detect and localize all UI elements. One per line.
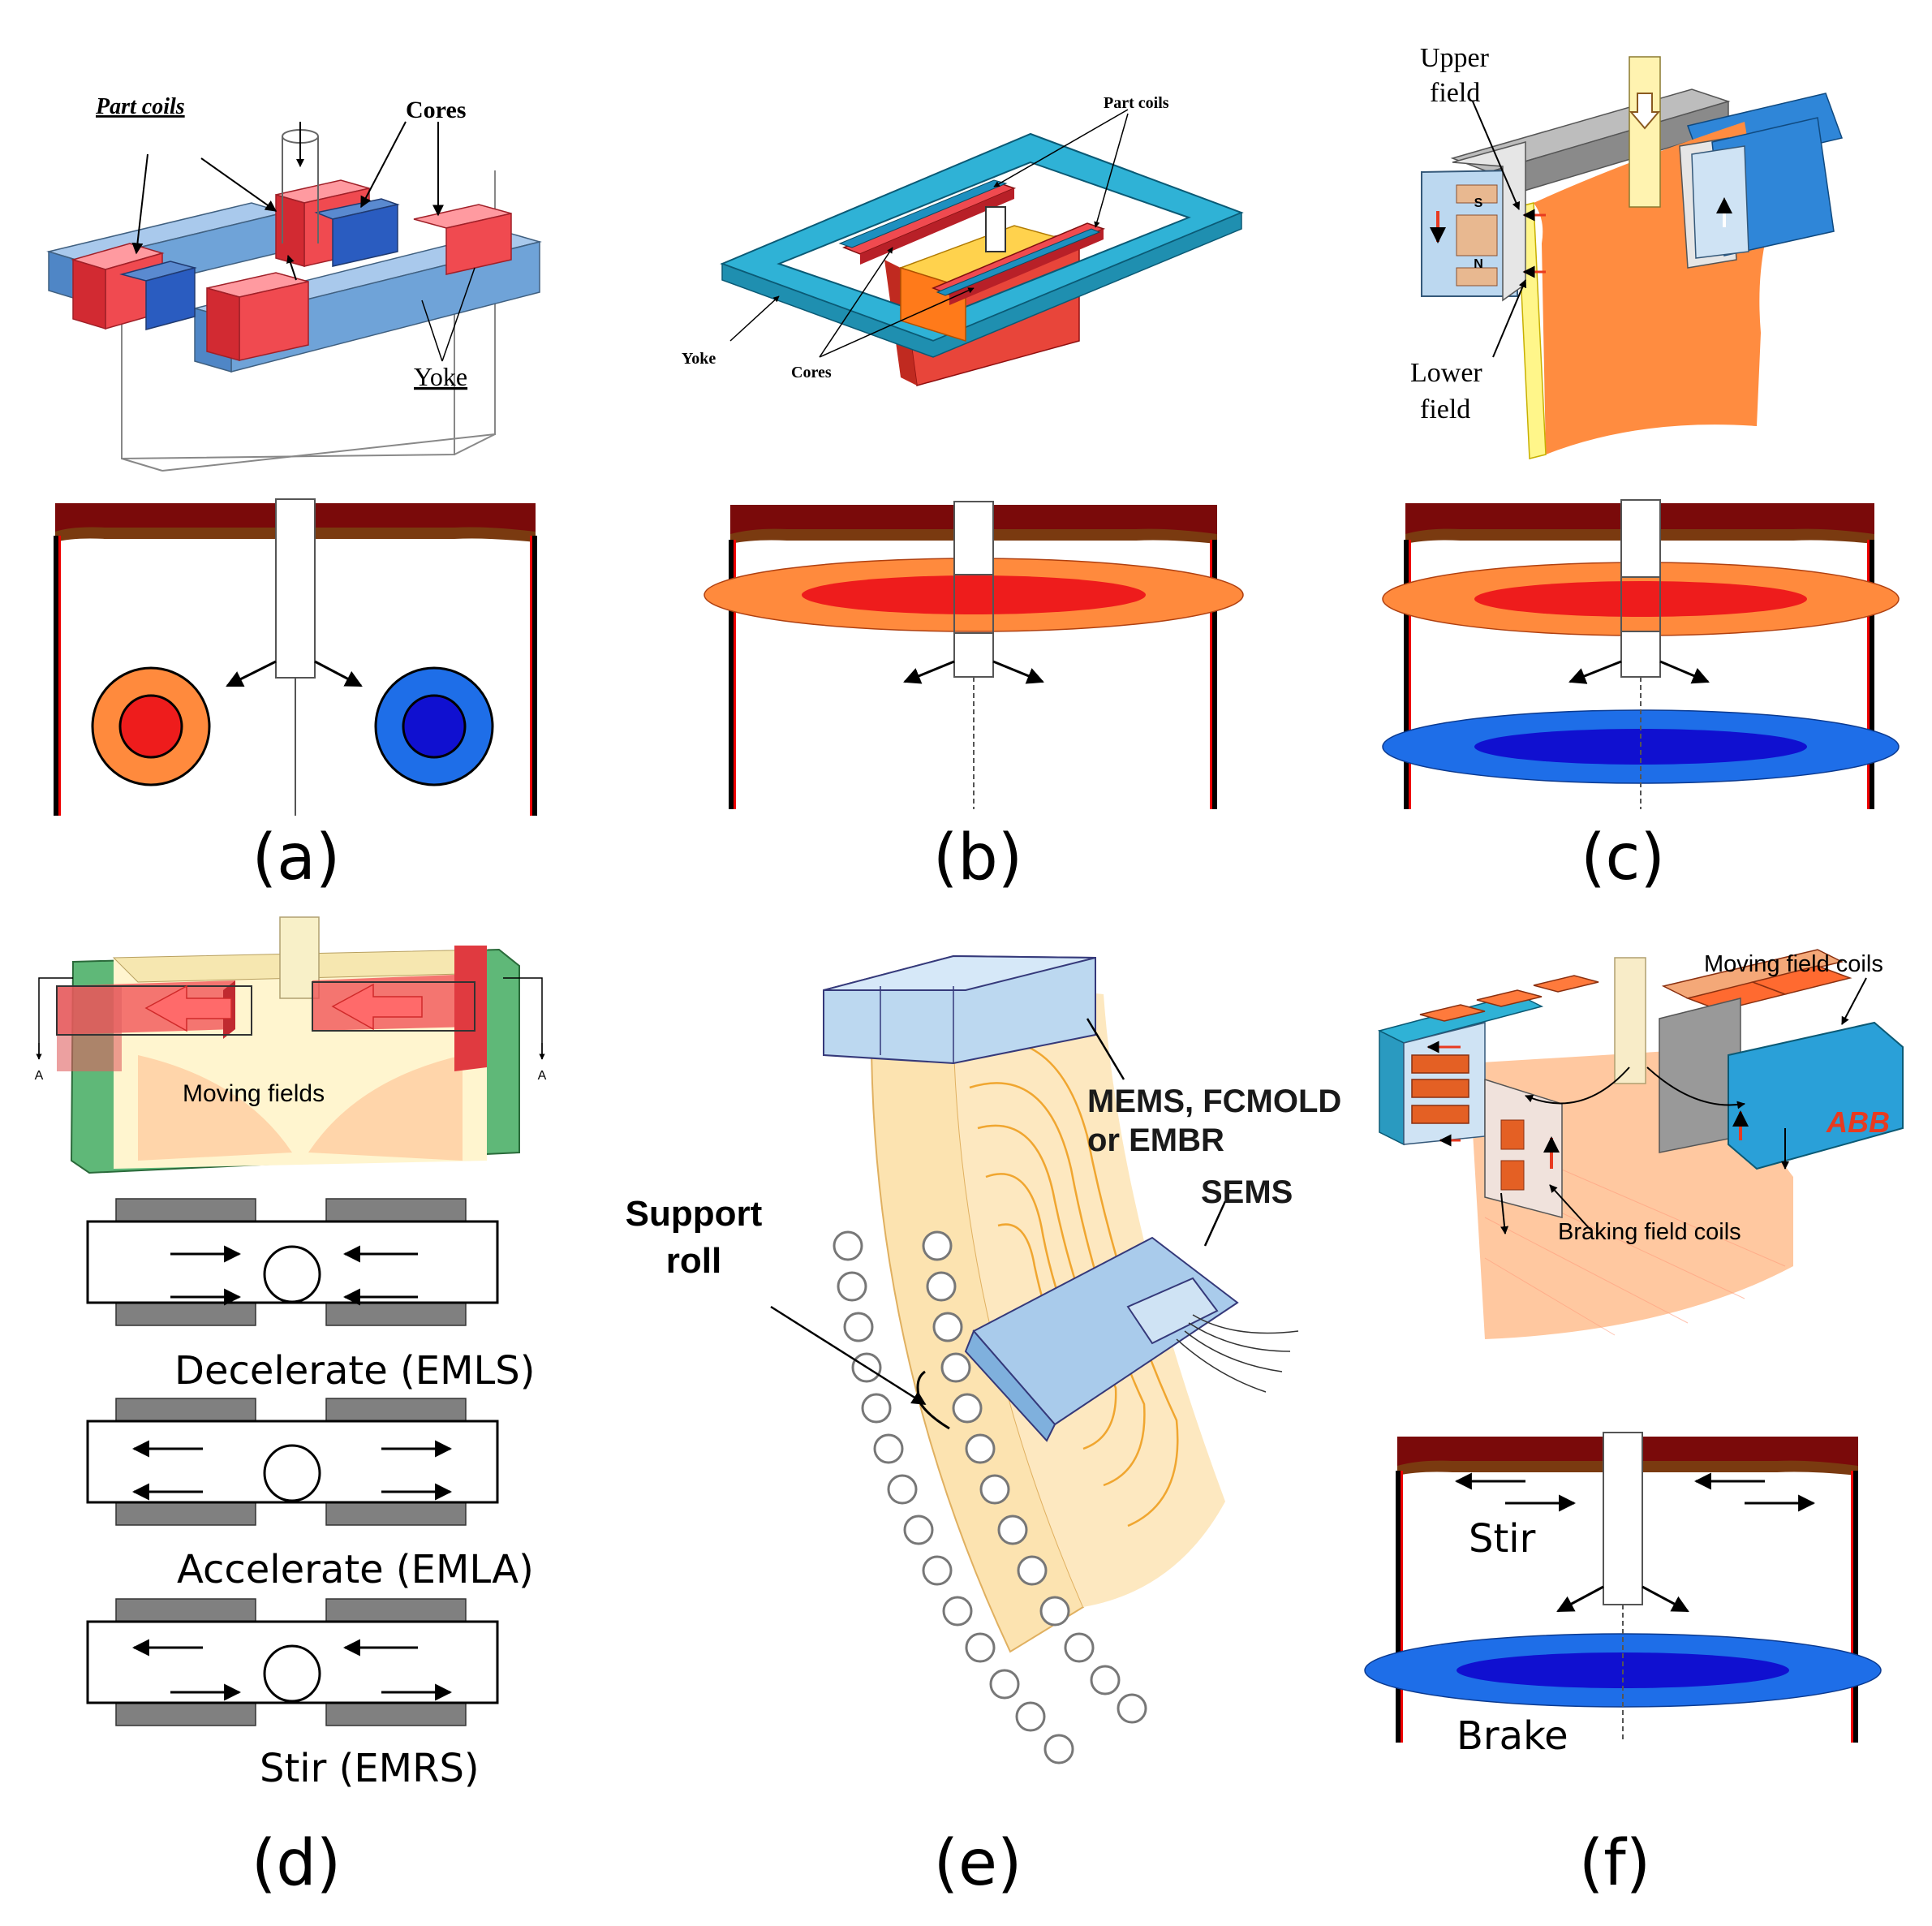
panel-c-pole-n: N	[1474, 257, 1483, 271]
panel-f-label-moving-coils: Moving field coils	[1704, 951, 1883, 977]
panel-f-label-brake: Brake	[1457, 1713, 1568, 1759]
panel-e-label-mems-1: MEMS, FCMOLD	[1087, 1084, 1341, 1119]
panel-d-mode-stir	[86, 1598, 499, 1726]
panel-c-label-upper-2: field	[1430, 78, 1480, 108]
panel-d: A A Moving fields Decelerate (EMLS)	[35, 916, 547, 1900]
panel-a-label-yoke: Yoke	[414, 362, 467, 391]
panel-a-mould-section	[54, 498, 537, 816]
panel-e-strand-drawing	[770, 954, 1299, 1764]
panel-b-label-part-coils: Part coils	[1104, 94, 1169, 112]
panel-b-caption: (b)	[933, 821, 1022, 894]
panel-e-caption: (e)	[934, 1827, 1022, 1900]
panel-b-mould-section	[704, 501, 1244, 809]
panel-c-3d-device: S N	[1421, 56, 1843, 459]
panel-e-label-mems-2: or EMBR	[1087, 1122, 1224, 1158]
panel-f-label-braking-coils: Braking field coils	[1558, 1219, 1741, 1245]
panel-f-label-abb: ABB	[1826, 1105, 1890, 1139]
panel-a-3d-device	[46, 121, 542, 472]
panel-c-pole-s: S	[1474, 196, 1483, 210]
panel-c-label-lower-2: field	[1420, 394, 1470, 424]
panel-b-3d-device	[720, 109, 1244, 386]
panel-e: MEMS, FCMOLD or EMBR SEMS Support roll (…	[626, 954, 1341, 1900]
panel-f: Moving field coils Braking field coils A…	[1364, 949, 1904, 1900]
panel-a-caption: (a)	[252, 821, 341, 894]
panel-d-mode-stir-label: Stir (EMRS)	[260, 1746, 480, 1791]
panel-f-mould-section	[1364, 1432, 1882, 1743]
panel-b-label-yoke: Yoke	[682, 350, 716, 368]
panel-d-marker-a-left: A	[35, 1069, 44, 1083]
panel-a: Part coils Cores Yoke (a)	[46, 94, 542, 894]
panel-f-label-stir: Stir	[1469, 1516, 1536, 1562]
panel-f-caption: (f)	[1579, 1827, 1650, 1900]
panel-c-mould-section	[1382, 499, 1900, 809]
panel-b-label-cores: Cores	[791, 364, 832, 381]
panel-e-label-support-1: Support	[626, 1194, 763, 1234]
panel-d-mode-accelerate	[86, 1398, 499, 1526]
panel-a-label-part-coils: Part coils	[95, 94, 185, 119]
panel-b: Part coils Yoke Cores (b)	[682, 94, 1244, 894]
panel-d-marker-a-right: A	[538, 1069, 547, 1083]
panel-d-label-moving-fields: Moving fields	[183, 1080, 325, 1107]
panel-d-mode-decelerate-label: Decelerate (EMLS)	[174, 1348, 535, 1394]
panel-e-support-rolls	[833, 1230, 1147, 1764]
panel-c: S N Upper field Lower field	[1382, 43, 1900, 894]
panel-d-3d-device: A A	[35, 916, 547, 1174]
panel-c-label-lower-1: Lower	[1410, 358, 1482, 388]
panel-c-caption: (c)	[1581, 821, 1665, 894]
panel-e-label-support-2: roll	[666, 1241, 721, 1281]
panel-a-label-cores: Cores	[406, 97, 466, 123]
panel-d-mode-accelerate-label: Accelerate (EMLA)	[177, 1547, 534, 1592]
panel-e-label-sems: SEMS	[1201, 1174, 1293, 1210]
panel-d-mode-decelerate	[86, 1198, 499, 1326]
panel-f-3d-device	[1377, 949, 1904, 1339]
panel-c-label-upper-1: Upper	[1420, 43, 1490, 73]
panel-d-caption: (d)	[252, 1827, 341, 1900]
